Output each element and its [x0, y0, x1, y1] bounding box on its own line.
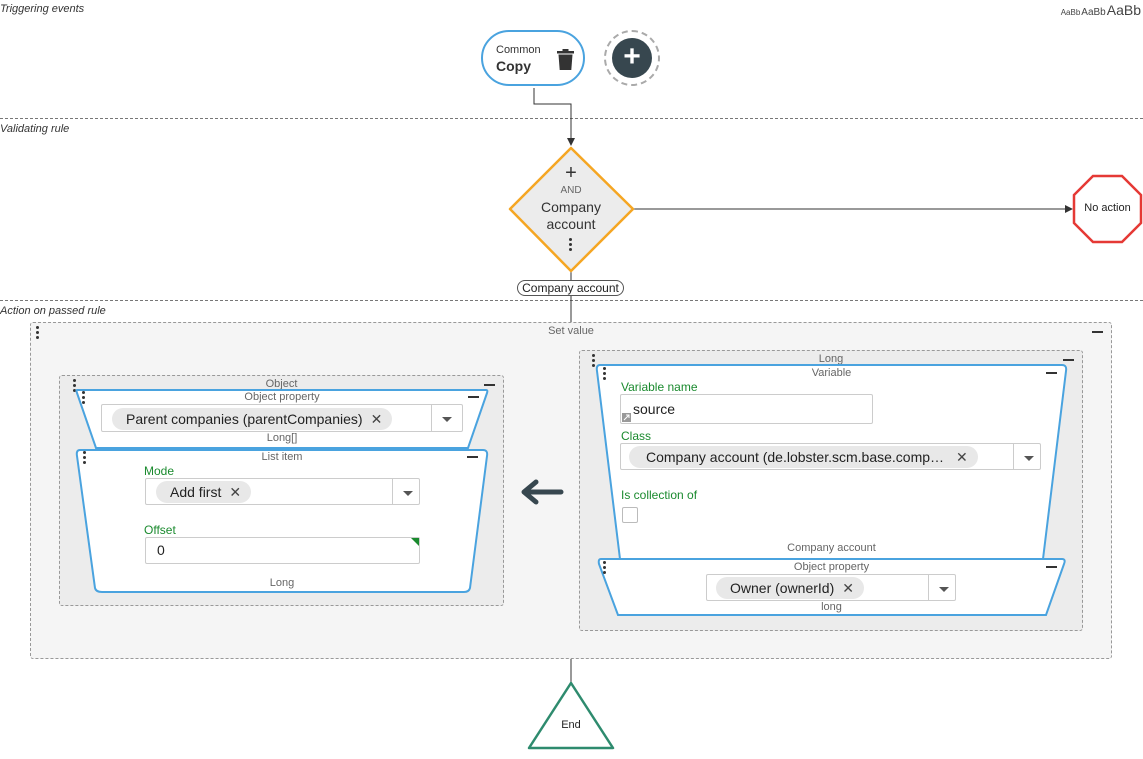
expression-marker-icon [411, 538, 419, 546]
is-collection-checkbox[interactable] [622, 507, 638, 523]
font-size-medium[interactable]: AaBb [1081, 7, 1106, 18]
class-select[interactable]: Company account (de.lobster.scm.base.com… [620, 443, 1041, 470]
collapse-icon[interactable] [1063, 359, 1074, 361]
kebab-menu-icon[interactable] [569, 238, 572, 253]
remove-chip-icon[interactable]: ✕ [370, 411, 383, 427]
collapse-icon[interactable] [468, 396, 479, 398]
rule-name-line1: Company [541, 199, 601, 215]
set-value-title: Set value [548, 325, 594, 337]
owner-property-value: Owner (ownerId) [730, 580, 835, 596]
object-property-card[interactable]: Object property Parent companies (parent… [74, 388, 490, 450]
variable-title: Variable [811, 367, 852, 379]
rule-name-line2: account [546, 216, 596, 232]
class-value: Company account (de.lobster.scm.base.com… [646, 449, 945, 465]
trigger-name: Copy [496, 58, 531, 74]
kebab-menu-icon[interactable] [83, 451, 86, 466]
list-item-card[interactable]: List item Mode Add first ✕ Offset 0 Long [74, 448, 490, 594]
section-label-validating: Validating rule [0, 123, 70, 135]
rule-output-label: Company account [517, 280, 624, 296]
variable-name-input[interactable]: source [620, 394, 873, 424]
object-property-title: Object property [244, 391, 320, 403]
dropdown-arrow-icon[interactable] [1013, 444, 1040, 469]
remove-chip-icon[interactable]: ✕ [842, 580, 854, 596]
font-size-small[interactable]: AaBb [1060, 8, 1081, 17]
dropdown-arrow-icon[interactable] [392, 479, 419, 504]
variable-name-label: Variable name [621, 380, 698, 394]
font-size-large[interactable]: AaBb [1106, 2, 1141, 18]
mode-value: Add first [170, 484, 222, 500]
collapse-icon[interactable] [467, 456, 478, 458]
kebab-menu-icon[interactable] [603, 561, 606, 576]
list-item-type: Long [269, 577, 295, 589]
owner-property-chip[interactable]: Owner (ownerId) ✕ [716, 577, 864, 599]
collapse-icon[interactable] [1092, 331, 1103, 333]
add-condition-icon[interactable]: + [565, 162, 577, 184]
owner-property-title: Object property [793, 561, 870, 573]
object-property-value: Parent companies (parentCompanies) [126, 411, 363, 427]
add-trigger-slot[interactable]: + [604, 30, 660, 86]
dropdown-arrow-icon[interactable] [431, 405, 462, 431]
object-title: Object [265, 378, 298, 390]
source-title: Long [818, 353, 844, 365]
owner-property-type: long [821, 601, 842, 613]
collapse-icon[interactable] [1046, 566, 1057, 568]
collapse-icon[interactable] [1046, 372, 1057, 374]
section-label-triggering: Triggering events [0, 3, 85, 15]
mode-label: Mode [144, 464, 175, 478]
list-item-title: List item [261, 451, 303, 463]
plus-icon[interactable]: + [612, 38, 652, 78]
owner-property-card[interactable]: Object property Owner (ownerId) ✕ long [596, 557, 1067, 617]
offset-input[interactable]: 0 [145, 537, 420, 564]
offset-label: Offset [144, 523, 176, 537]
object-property-select[interactable]: Parent companies (parentCompanies) ✕ [101, 404, 463, 432]
variable-type: Company account [787, 542, 876, 554]
remove-chip-icon[interactable]: ✕ [229, 484, 242, 500]
section-label-action: Action on passed rule [0, 305, 106, 317]
owner-property-select[interactable]: Owner (ownerId) ✕ [706, 574, 956, 601]
no-action-label: No action [1084, 202, 1131, 214]
arrow-left-icon [521, 479, 564, 505]
object-property-chip[interactable]: Parent companies (parentCompanies) ✕ [112, 408, 393, 430]
font-size-selector[interactable]: AaBbAaBbAaBb [1060, 2, 1141, 20]
rule-diamond[interactable] [508, 146, 635, 273]
mode-select[interactable]: Add first ✕ [145, 478, 420, 505]
end-node[interactable] [526, 681, 616, 751]
trigger-category: Common [496, 44, 541, 56]
collapse-icon[interactable] [484, 384, 495, 386]
end-label: End [561, 719, 581, 731]
trash-icon[interactable] [557, 49, 574, 70]
expand-icon[interactable] [622, 413, 631, 422]
variable-name-value: source [633, 401, 676, 417]
variable-card[interactable]: Variable Variable name source Class Comp… [594, 363, 1069, 561]
kebab-menu-icon[interactable] [592, 354, 595, 369]
object-property-type: Long[] [266, 432, 298, 444]
class-label: Class [621, 429, 652, 443]
no-action-node[interactable] [1072, 174, 1143, 244]
is-collection-label: Is collection of [621, 488, 698, 502]
kebab-menu-icon[interactable] [36, 326, 39, 341]
kebab-menu-icon[interactable] [603, 367, 606, 382]
dropdown-arrow-icon[interactable] [928, 575, 955, 600]
offset-value: 0 [157, 542, 165, 558]
trigger-event-node[interactable]: Common Copy [481, 30, 585, 86]
rule-operator: AND [560, 185, 582, 196]
class-chip[interactable]: Company account (de.lobster.scm.base.com… [629, 446, 978, 468]
remove-chip-icon[interactable]: ✕ [956, 449, 968, 465]
mode-chip[interactable]: Add first ✕ [156, 481, 252, 503]
kebab-menu-icon[interactable] [73, 379, 76, 394]
kebab-menu-icon[interactable] [82, 391, 85, 406]
